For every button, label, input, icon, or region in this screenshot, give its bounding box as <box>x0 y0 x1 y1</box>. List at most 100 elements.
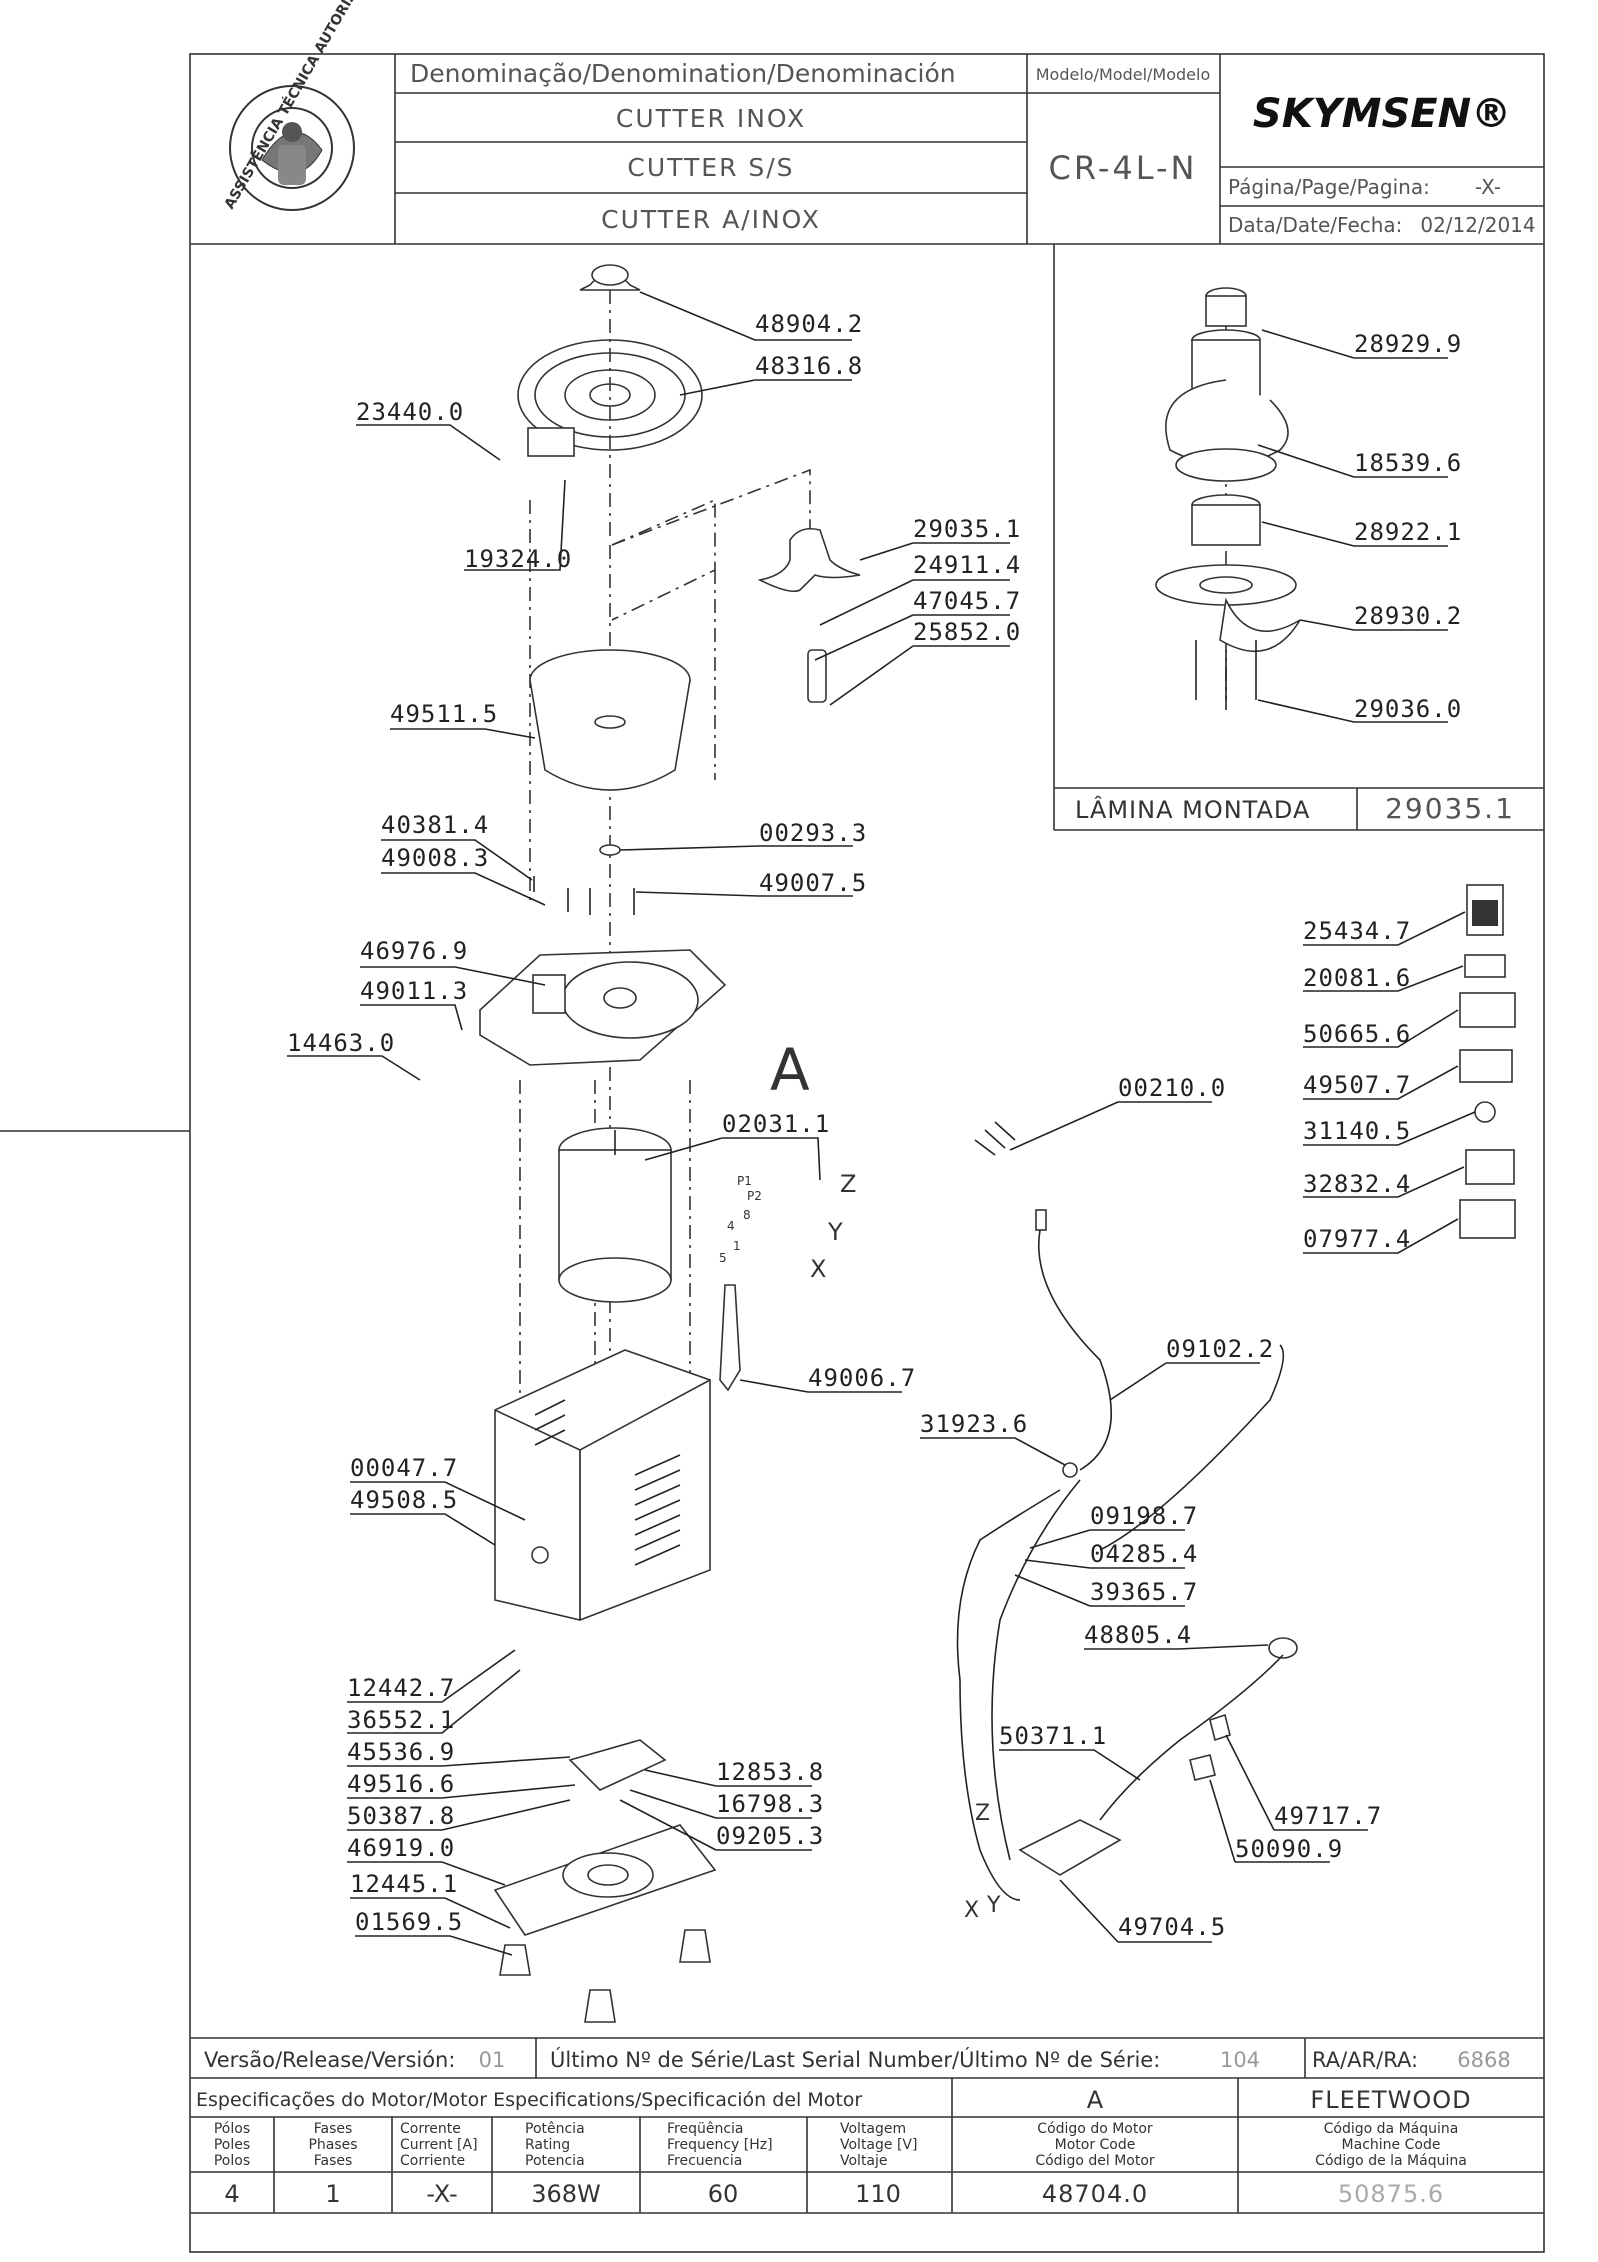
spec-header-line3: Polos <box>214 2153 250 2169</box>
denomination-label: Denominação/Denomination/Denominación <box>410 59 956 88</box>
spec-column-rating: Potência Rating Potencia 368W <box>525 2121 601 2208</box>
part-label-09205-3: 09205.3 <box>716 1822 824 1850</box>
part-label-48904-2: 48904.2 <box>755 310 863 338</box>
spec-header-line1: Pólos <box>214 2121 250 2137</box>
part-label-49508-5: 49508.5 <box>350 1486 458 1514</box>
name-es: CUTTER A/INOX <box>601 205 821 234</box>
part-label-40381-4: 40381.4 <box>381 811 489 839</box>
version-value: 01 <box>479 2048 506 2072</box>
part-label-09102-2: 09102.2 <box>1166 1335 1274 1363</box>
part-label-29035-1: 29035.1 <box>913 515 1021 543</box>
spec-header-line3: Fases <box>314 2153 353 2169</box>
part-label-49516-6: 49516.6 <box>347 1770 455 1798</box>
spec-value: 50875.6 <box>1338 2180 1444 2208</box>
spec-column-current: Corrente Current [A] Corriente -X- <box>400 2121 478 2208</box>
part-label-48316-8: 48316.8 <box>755 352 863 380</box>
assembled-blade-label: LÂMINA MONTADA <box>1075 795 1310 824</box>
spec-header-line1: Corrente <box>400 2121 461 2137</box>
main-exploded-drawing <box>479 264 861 2023</box>
part-label-12445-1: 12445.1 <box>350 1870 458 1898</box>
wire-terminal-p2: P2 <box>747 1189 762 1203</box>
electrical-drawing <box>956 1121 1298 1901</box>
spec-column-frequency: Freqüência Frequency [Hz] Frecuencia 60 <box>667 2121 773 2208</box>
spec-header-line2: Rating <box>525 2137 570 2153</box>
part-label-25434-7: 25434.7 <box>1303 917 1411 945</box>
spec-header-line1: Voltagem <box>840 2121 906 2137</box>
spec-value: 368W <box>531 2180 601 2208</box>
part-label-07977-4: 07977.4 <box>1303 1225 1411 1253</box>
part-label-49008-3: 49008.3 <box>381 844 489 872</box>
spec-header-line2: Poles <box>214 2137 250 2153</box>
spec-header-line1: Freqüência <box>667 2121 744 2137</box>
spec-value: 4 <box>224 2180 239 2208</box>
wire-group-z: Z <box>840 1170 856 1198</box>
part-label-28929-9: 28929.9 <box>1354 330 1462 358</box>
part-label-32832-4: 32832.4 <box>1303 1170 1411 1198</box>
part-label-16798-3: 16798.3 <box>716 1790 824 1818</box>
spec-header-line3: Potencia <box>525 2153 585 2169</box>
part-label-31923-6: 31923.6 <box>920 1410 1028 1438</box>
part-label-39365-7: 39365.7 <box>1090 1578 1198 1606</box>
spec-header-line2: Current [A] <box>400 2137 478 2153</box>
title-block: ASSISTÊNCIA TÉCNICA AUTORIZADA Denominaç… <box>190 0 1544 245</box>
motor-brand: FLEETWOOD <box>1310 2086 1471 2114</box>
part-label-46919-0: 46919.0 <box>347 1834 455 1862</box>
part-label-00047-7: 00047.7 <box>350 1454 458 1482</box>
main-part-labels: 48904.2 48316.8 23440.0 19324.0 29035.1 … <box>287 310 1021 1936</box>
part-label-12442-7: 12442.7 <box>347 1674 455 1702</box>
wire-terminal-5: 5 <box>719 1251 727 1265</box>
spec-header-line1: Fases <box>314 2121 353 2137</box>
view-letter-a: A <box>770 1036 810 1104</box>
part-label-28930-2: 28930.2 <box>1354 602 1462 630</box>
blade-inset-panel: LÂMINA MONTADA 29035.1 <box>1053 244 1544 831</box>
board-letter-x: X <box>964 1898 979 1923</box>
spec-value: 110 <box>855 2180 901 2208</box>
brand-logo: SKYMSEN® <box>1253 91 1511 137</box>
wire-terminal-4: 4 <box>727 1219 735 1233</box>
part-label-01569-5: 01569.5 <box>355 1908 463 1936</box>
sticker-part-labels: 25434.7 20081.6 50665.6 49507.7 31140.5 … <box>1303 917 1411 1253</box>
part-label-12853-8: 12853.8 <box>716 1758 824 1786</box>
part-label-00293-3: 00293.3 <box>759 819 867 847</box>
part-label-20081-6: 20081.6 <box>1303 964 1411 992</box>
spec-column-poles: Pólos Poles Polos 4 <box>214 2121 250 2208</box>
part-label-49507-7: 49507.7 <box>1303 1071 1411 1099</box>
part-label-19324-0: 19324.0 <box>464 545 572 573</box>
spec-value: 1 <box>325 2180 340 2208</box>
motor-spec-label: Especificações do Motor/Motor Especifica… <box>196 2089 862 2111</box>
spec-header-line2: Phases <box>308 2137 357 2153</box>
part-label-28922-1: 28922.1 <box>1354 518 1462 546</box>
authorized-service-seal: ASSISTÊNCIA TÉCNICA AUTORIZADA <box>221 0 377 212</box>
spec-column-voltage: Voltagem Voltage [V] Voltaje 110 <box>840 2121 917 2208</box>
spec-header-line3: Voltaje <box>840 2153 888 2169</box>
date-label: Data/Date/Fecha: <box>1228 213 1402 237</box>
spec-header-line3: Código de la Máquina <box>1315 2153 1467 2169</box>
part-label-49011-3: 49011.3 <box>360 977 468 1005</box>
part-label-24911-4: 24911.4 <box>913 551 1021 579</box>
motor-letter: A <box>1087 2086 1104 2114</box>
spec-header-line2: Machine Code <box>1342 2137 1441 2153</box>
model-label: Modelo/Model/Modelo <box>1036 65 1210 84</box>
model-value: CR-4L-N <box>1049 149 1198 187</box>
page-value: -X- <box>1475 175 1501 199</box>
ra-label: RA/AR/RA: <box>1312 2048 1418 2072</box>
part-label-50371-1: 50371.1 <box>999 1722 1107 1750</box>
part-label-23440-0: 23440.0 <box>356 398 464 426</box>
part-label-46976-9: 46976.9 <box>360 937 468 965</box>
part-label-49511-5: 49511.5 <box>390 700 498 728</box>
spec-header-line2: Motor Code <box>1055 2137 1136 2153</box>
spec-column-motor-code: Código do Motor Motor Code Código del Mo… <box>1035 2121 1155 2208</box>
spec-value: 48704.0 <box>1042 2180 1148 2208</box>
board-letter-y: Y <box>986 1893 1001 1918</box>
spec-header-line3: Frecuencia <box>667 2153 742 2169</box>
part-label-09198-7: 09198.7 <box>1090 1502 1198 1530</box>
spec-value: 60 <box>708 2180 739 2208</box>
part-label-50090-9: 50090.9 <box>1235 1835 1343 1863</box>
wire-terminal-1: 1 <box>733 1239 741 1253</box>
name-pt: CUTTER INOX <box>616 104 806 133</box>
footer-block: Versão/Release/Versión: 01 Último Nº de … <box>190 2037 1544 2214</box>
spec-value: -X- <box>426 2180 457 2208</box>
part-label-25852-0: 25852.0 <box>913 618 1021 646</box>
wire-group-x: X <box>810 1255 826 1283</box>
